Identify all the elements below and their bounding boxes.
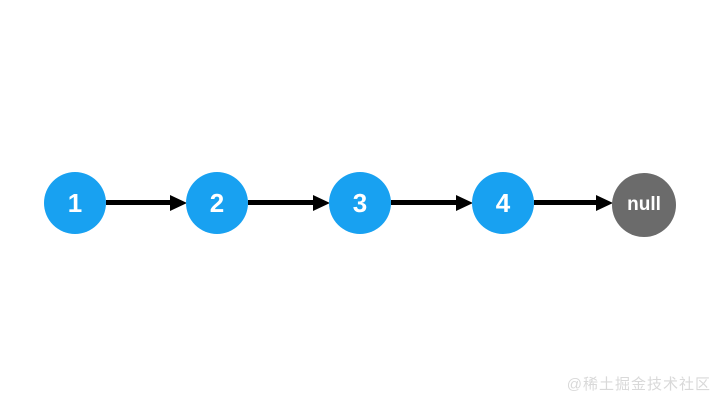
list-node-1: 1 <box>44 172 106 234</box>
node-label: 3 <box>352 187 368 218</box>
node-label: 4 <box>495 187 511 218</box>
node-label: 2 <box>209 187 225 218</box>
list-node-null: null <box>612 173 676 237</box>
node-label: 1 <box>67 187 83 218</box>
list-node-4: 4 <box>472 172 534 234</box>
list-node-2: 2 <box>186 172 248 234</box>
node-label: null <box>627 194 661 215</box>
next-pointer-arrow-3-4 <box>391 200 456 205</box>
next-pointer-arrow-4-null <box>534 200 596 205</box>
list-node-3: 3 <box>329 172 391 234</box>
next-pointer-arrow-1-2 <box>106 200 170 205</box>
watermark-text: @稀土掘金技术社区 <box>566 376 711 393</box>
next-pointer-arrow-2-3 <box>248 200 313 205</box>
